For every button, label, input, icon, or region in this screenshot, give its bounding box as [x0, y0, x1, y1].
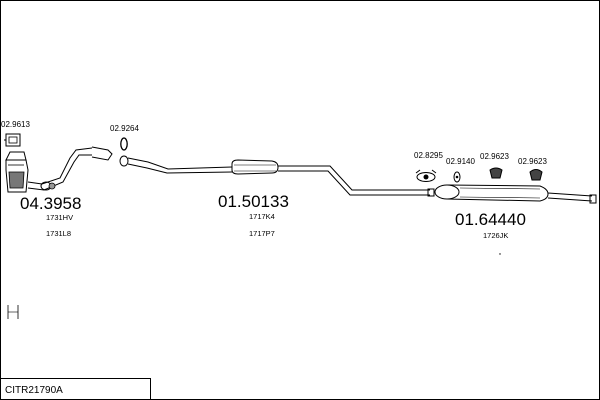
label-02-9140: 02.9140	[446, 157, 475, 166]
tail-pipe	[547, 192, 597, 204]
sub-1731L8: 1731L8	[46, 229, 71, 238]
label-04-3958: 04.3958	[20, 194, 81, 213]
sub-1731HV: 1731HV	[46, 213, 73, 222]
rubber-strip-02-9140-icon	[453, 171, 461, 183]
connecting-pipe	[278, 165, 435, 197]
middle-pipe	[119, 155, 233, 174]
sub-1717P7: 1717P7	[249, 229, 275, 238]
front-pipe	[27, 146, 113, 191]
sub-1717K4: 1717K4	[249, 212, 275, 221]
label-02-9623-b: 02.9623	[518, 157, 547, 166]
rear-silencer-icon	[434, 184, 549, 202]
label-02-8295: 02.8295	[414, 151, 443, 160]
label-01-50133: 01.50133	[218, 192, 289, 211]
label-02-9613: 02.9613	[1, 120, 30, 129]
middle-silencer-icon	[231, 159, 279, 175]
sub-1726JK: 1726JK	[483, 231, 508, 240]
clamp-02-8295-icon	[415, 169, 437, 182]
label-02-9623-a: 02.9623	[480, 152, 509, 161]
label-02-9264: 02.9264	[110, 124, 139, 133]
label-01-64440: 01.64440	[455, 210, 526, 229]
dot-mark	[499, 253, 501, 255]
rubber-mount-2-icon	[529, 169, 543, 181]
bracket-mark	[7, 305, 19, 319]
rubber-mount-1-icon	[489, 167, 503, 179]
catalytic-converter-icon	[5, 151, 29, 193]
ring-gasket-icon	[120, 137, 128, 151]
part-02-9613-icon	[4, 133, 21, 147]
diagram-code: CITR21790A	[5, 385, 63, 396]
